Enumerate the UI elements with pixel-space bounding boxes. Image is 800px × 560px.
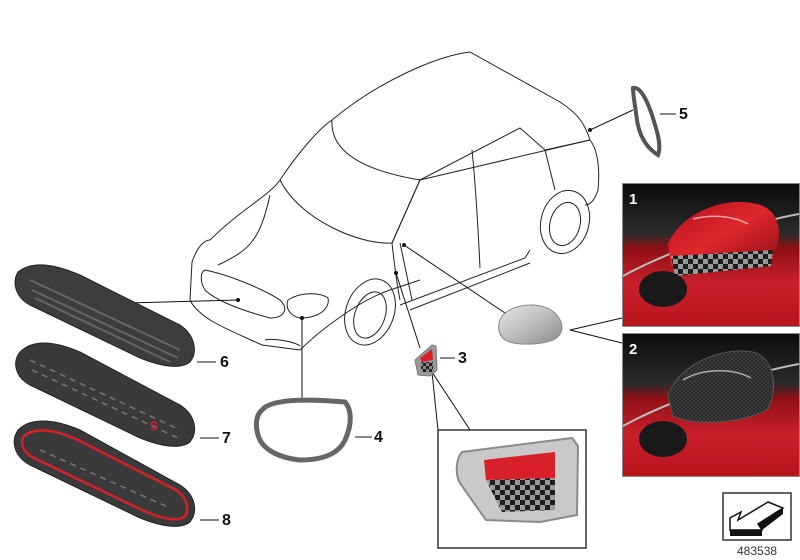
grille-red-surround [13, 420, 196, 527]
mirror-cap-primer [498, 304, 563, 345]
callout-8: 8 [222, 512, 231, 529]
side-badge [414, 344, 438, 377]
callout-6: 6 [220, 354, 229, 371]
callout-1: 1 [629, 191, 638, 208]
headlight-ring [253, 397, 353, 463]
rear-light-trim [630, 85, 662, 158]
view-direction-box [722, 492, 792, 541]
callout-2: 2 [629, 341, 638, 358]
callout-5: 5 [679, 106, 688, 123]
callout-4: 4 [374, 429, 383, 446]
callout-7: 7 [222, 430, 231, 447]
grille-slatted [14, 264, 195, 367]
grille-honeycomb: S [15, 342, 196, 447]
badge-detail-box [437, 429, 587, 549]
photo-inset-carbon-mirror-cap: 2 [622, 333, 800, 477]
reference-number: 483538 [737, 544, 778, 558]
svg-text:S: S [150, 419, 158, 433]
callout-3: 3 [458, 350, 467, 367]
car-outline [189, 51, 600, 351]
leader-lines [124, 109, 676, 521]
leader-dots [236, 128, 592, 320]
photo-inset-red-mirror-cap: 1 [622, 183, 800, 327]
